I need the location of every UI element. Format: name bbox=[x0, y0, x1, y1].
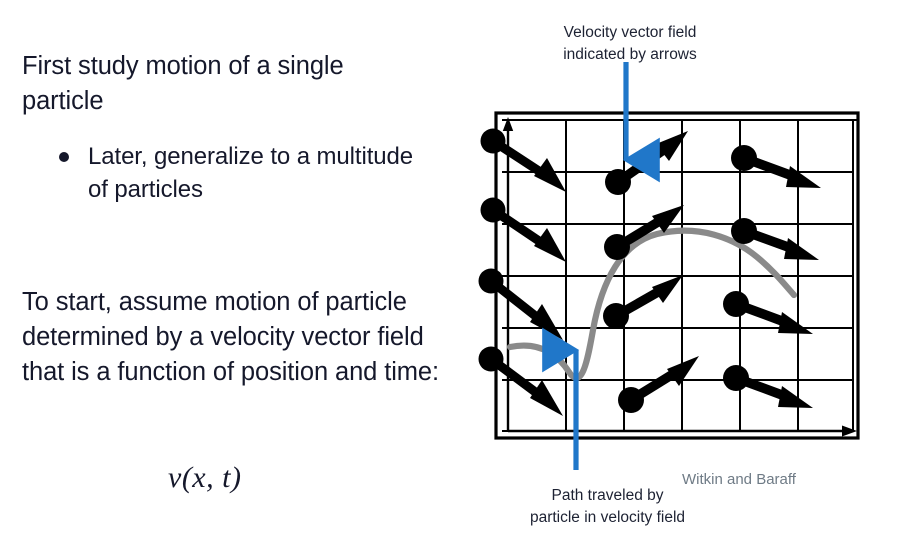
credit-attribution: Witkin and Baraff bbox=[682, 471, 796, 488]
y-axis-arrowhead bbox=[502, 117, 514, 131]
velocity-vector bbox=[731, 145, 821, 188]
velocity-vector bbox=[478, 268, 563, 340]
velocity-vector bbox=[618, 356, 699, 413]
x-axis-arrowhead bbox=[842, 425, 857, 437]
annotation-velocity-field: Velocity vector field indicated by arrow… bbox=[430, 22, 830, 66]
velocity-vector bbox=[723, 365, 813, 408]
velocity-function-formula: v(x, t) bbox=[168, 461, 242, 494]
vector-field-diagram-panel: Velocity vector field indicated by arrow… bbox=[430, 0, 899, 553]
annotation-particle-path-line1: Path traveled by bbox=[551, 487, 664, 504]
diagram-axes bbox=[502, 117, 857, 437]
velocity-vector bbox=[604, 205, 684, 260]
velocity-vector bbox=[480, 128, 566, 192]
bullet-list: Later, generalize to a multitude of part… bbox=[55, 140, 435, 206]
velocity-vectors bbox=[478, 128, 821, 416]
bullet-dot-icon bbox=[59, 152, 69, 162]
annotation-particle-path-line2: particle in velocity field bbox=[529, 509, 686, 526]
velocity-vector bbox=[480, 197, 566, 262]
assume-paragraph: To start, assume motion of particle dete… bbox=[22, 288, 439, 386]
vector-field-svg bbox=[478, 62, 860, 470]
left-text-column: First study motion of a single particle … bbox=[22, 52, 439, 494]
velocity-vector bbox=[731, 218, 819, 260]
annotation-velocity-field-line1: Velocity vector field bbox=[563, 24, 697, 41]
velocity-vector bbox=[723, 291, 813, 334]
velocity-vector bbox=[478, 346, 563, 416]
velocity-vector bbox=[605, 131, 688, 195]
pointer-arrows bbox=[542, 62, 660, 470]
list-item: Later, generalize to a multitude of part… bbox=[55, 140, 435, 206]
velocity-vector bbox=[603, 275, 683, 329]
intro-paragraph: First study motion of a single particle bbox=[22, 52, 344, 115]
annotation-particle-path: Path traveled by particle in velocity fi… bbox=[430, 485, 785, 529]
annotation-velocity-field-line2: indicated by arrows bbox=[563, 46, 697, 63]
list-item-label: Later, generalize to a multitude of part… bbox=[88, 143, 414, 204]
